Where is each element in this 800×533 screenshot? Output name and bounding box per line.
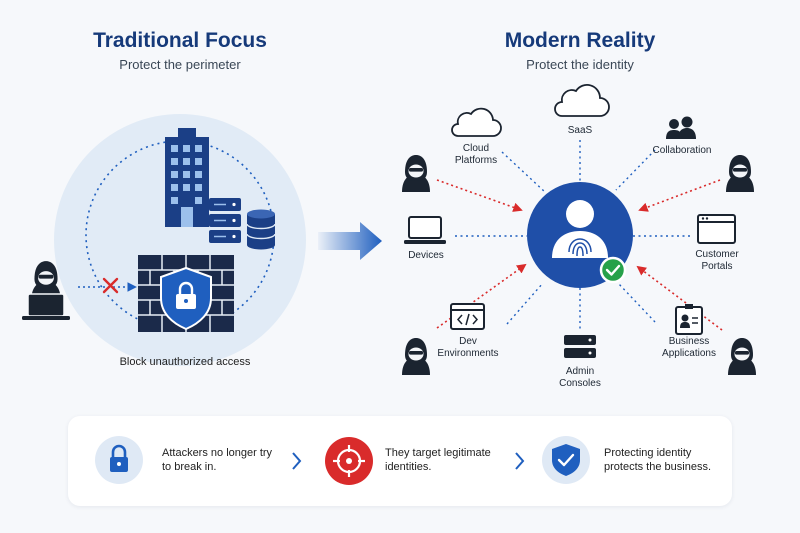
perimeter-caption: Block unauthorized access: [119, 356, 251, 368]
node-label-devices: Devices: [408, 250, 444, 261]
chevron-right-icon: [515, 452, 525, 470]
user-head-icon: [566, 200, 594, 228]
customer-portal-icon: [697, 214, 736, 244]
right-subtitle: Protect the identity: [526, 57, 634, 72]
business-badge-icon: [675, 304, 703, 335]
identity-hub: [527, 182, 633, 288]
attacker-icon-top-right: [726, 155, 754, 192]
transition-arrow-icon: [318, 222, 382, 260]
lock-icon: [95, 436, 143, 484]
shield-lock-icon: [160, 266, 212, 331]
left-title: Traditional Focus: [93, 29, 267, 52]
cloud-platforms-icon: [451, 107, 502, 137]
shield-check-icon: [542, 436, 590, 484]
collaboration-people-icon: [666, 116, 696, 139]
blocked-x-icon: [102, 277, 119, 294]
devices-laptop-icon: [404, 216, 446, 244]
spoke-lines: [455, 140, 693, 330]
saas-cloud-icon: [554, 84, 610, 117]
attacker-icon-top-left: [402, 155, 430, 192]
summary-icons: [95, 436, 590, 485]
attacker-with-laptop-icon: [22, 261, 70, 320]
perimeter-halo: [54, 114, 306, 366]
dev-code-window-icon: [450, 303, 485, 330]
right-title: Modern Reality: [504, 29, 656, 52]
verified-check-icon: [599, 256, 627, 284]
left-subtitle: Protect the perimeter: [119, 57, 241, 72]
attacker-icon-bottom-left: [402, 338, 430, 375]
admin-console-server-icon: [564, 335, 596, 358]
fingerprint-icon: [568, 238, 592, 257]
node-label-collaboration: Collaboration: [652, 145, 712, 156]
attack-arrows: [436, 179, 723, 331]
user-body-icon: [552, 231, 608, 258]
target-icon: [325, 437, 373, 485]
database-icon: [246, 209, 276, 250]
attacker-icon-bottom-right: [728, 338, 756, 375]
chevron-right-icon: [292, 452, 302, 470]
office-building-icon: [165, 128, 209, 227]
node-label-saas: SaaS: [567, 125, 593, 136]
server-rack-icon: [209, 198, 241, 243]
